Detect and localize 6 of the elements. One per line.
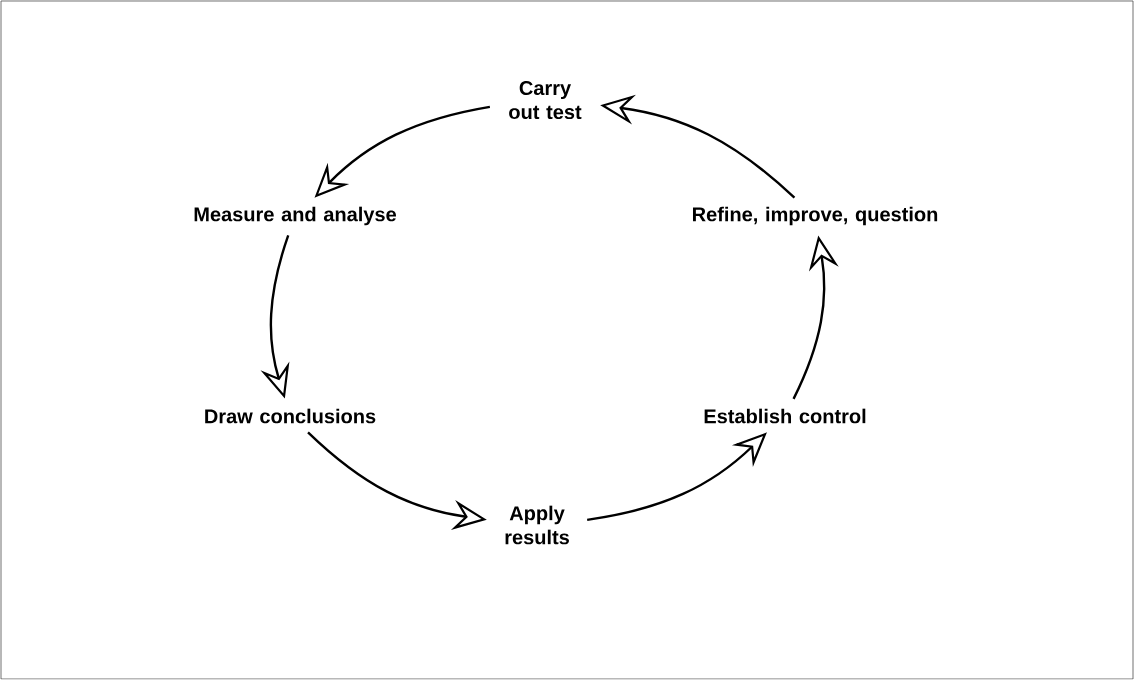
step-label: Apply results [505,505,569,545]
step-label: Refine, improve, question [693,206,938,226]
step-label: Draw conclusions [205,408,376,424]
step-label: Carry out test [509,80,582,120]
step-label: Measure and analyse [194,206,396,226]
step-label: Establish control [704,408,866,424]
